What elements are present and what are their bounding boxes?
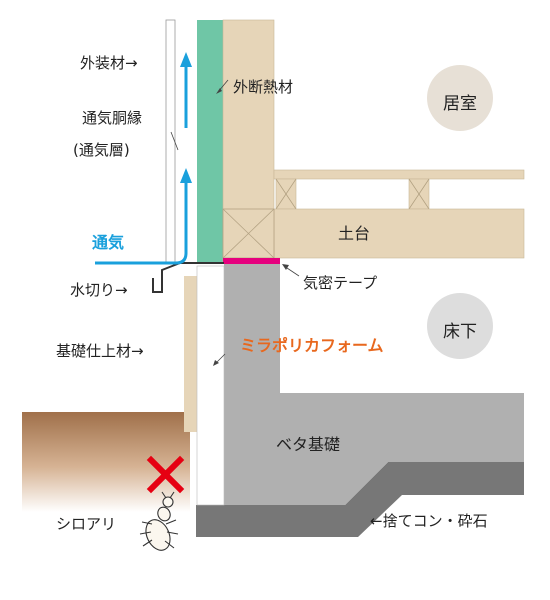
mat-foundation xyxy=(224,263,524,505)
leader-foam-head xyxy=(213,360,219,366)
flashing xyxy=(152,262,224,293)
sill-beam xyxy=(273,208,525,259)
under-floor-circle xyxy=(427,293,493,359)
label-mat-foundation: ベタ基礎 xyxy=(276,435,341,454)
label-under-floor: 床下 xyxy=(443,322,477,342)
label-mira-poly-foam: ミラポリカフォーム xyxy=(240,336,384,355)
living-room-circle xyxy=(427,65,493,131)
floor-beam-left xyxy=(275,178,297,210)
ground-soil xyxy=(22,412,190,512)
label-blinding-concrete: ←捨てコン・砕石 xyxy=(370,512,488,530)
floor-board xyxy=(273,169,525,180)
label-exterior-insulation: 外断熱材 xyxy=(233,78,294,96)
foundation-finish-material xyxy=(184,276,197,432)
exterior-insulation xyxy=(197,20,223,263)
sill-crosssection xyxy=(222,208,275,259)
label-ventilation-furring: 通気胴縁 xyxy=(82,109,143,127)
ventilation-arrowhead-upper xyxy=(180,52,192,67)
label-airtight-tape: 気密テープ xyxy=(303,274,378,292)
exterior-cladding xyxy=(165,19,176,264)
blinding-concrete xyxy=(196,462,524,537)
label-ventilation: 通気 xyxy=(92,233,125,252)
termite-illustration xyxy=(139,491,179,551)
mira-poly-foam xyxy=(196,265,225,506)
label-living-room: 居室 xyxy=(443,94,477,114)
label-flashing: 水切り→ xyxy=(70,281,128,299)
floor-beam-right xyxy=(408,178,430,210)
label-sill: 土台 xyxy=(338,224,371,243)
leader-tape-head xyxy=(282,264,289,270)
ventilation-arrows xyxy=(95,66,188,265)
forbidden-cross-mark xyxy=(146,455,185,494)
airtight-tape xyxy=(223,258,280,264)
leader-furring xyxy=(170,131,179,151)
label-ventilation-layer: (通気層) xyxy=(73,141,130,159)
ventilation-arrowhead-lower xyxy=(180,168,192,183)
leader-insulation-head xyxy=(216,88,222,94)
label-exterior-cladding: 外装材→ xyxy=(80,54,138,72)
label-foundation-finish: 基礎仕上材→ xyxy=(56,342,144,360)
label-termite: シロアリ xyxy=(56,515,117,533)
